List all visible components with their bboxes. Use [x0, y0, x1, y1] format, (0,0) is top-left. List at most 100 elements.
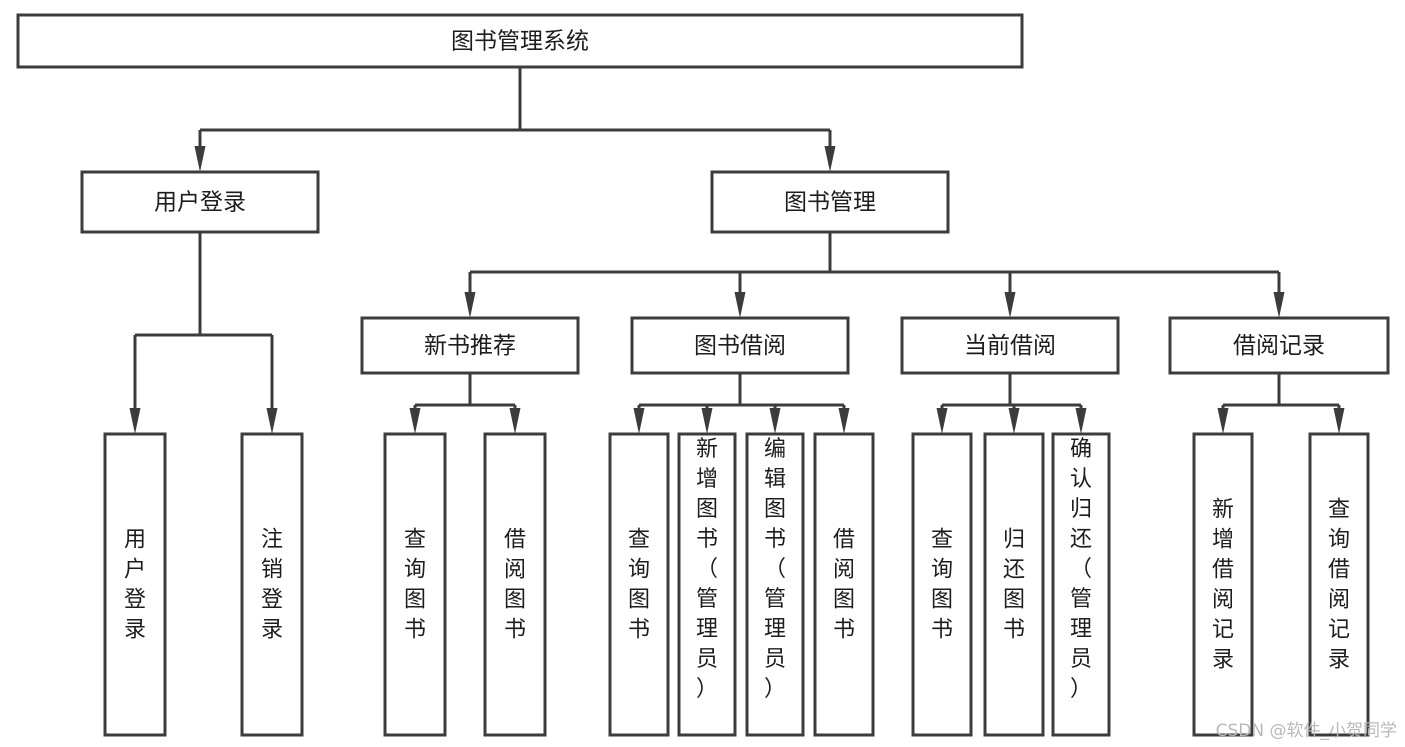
node-label-char: （	[764, 557, 786, 582]
arrow-head-icon	[464, 292, 476, 318]
node-label-char: 员	[696, 647, 718, 672]
node-box	[983, 432, 1045, 737]
node-box	[80, 170, 320, 234]
arrow-head-icon	[409, 408, 421, 434]
node-label-char: 录	[124, 618, 146, 643]
node-label-char: 理	[764, 617, 786, 642]
node-box	[813, 432, 875, 737]
node-label: 借阅记录	[1233, 333, 1325, 359]
node-label-char: ）	[696, 677, 718, 702]
node-label-char: 还	[1070, 527, 1092, 552]
node-label-char: 书	[1003, 618, 1025, 643]
node-label-char: 登	[124, 588, 146, 613]
node-label-char: 书	[696, 527, 718, 552]
node-label-char: 录	[261, 618, 283, 643]
node-label-char: 图	[833, 588, 855, 613]
node-box	[360, 316, 580, 375]
node-label-char: 归	[1070, 497, 1092, 522]
node-box	[1051, 432, 1111, 737]
node-root[interactable]: 图书管理系统	[16, 13, 1024, 69]
arrow-head-icon	[129, 408, 141, 434]
node-label-char: 查	[1328, 498, 1350, 523]
node-box	[16, 13, 1024, 69]
node-label-char: 认	[1070, 467, 1092, 492]
node-label-char: 询	[931, 558, 953, 583]
node-label-char: 管	[764, 587, 786, 612]
node-box	[483, 432, 547, 737]
node-label-char: 管	[1070, 587, 1092, 612]
node-box	[630, 316, 850, 375]
node-label-char: 新	[696, 437, 718, 462]
arrow-head-icon	[1217, 408, 1229, 434]
node-box	[745, 432, 805, 737]
node-label-char: 询	[628, 558, 650, 583]
node-label-char: 图	[504, 588, 526, 613]
node-label-char: 查	[628, 528, 650, 553]
arrow-head-icon	[509, 408, 521, 434]
node-label-char: 阅	[504, 558, 526, 583]
node-label: 图书管理	[784, 190, 876, 216]
node-label-char: 阅	[1328, 588, 1350, 613]
arrow-head-icon	[1333, 408, 1345, 434]
node-label-char: 录	[1328, 648, 1350, 673]
node-label-char: 注	[261, 528, 283, 553]
node-label-char: 编	[764, 437, 786, 462]
node-label-char: 管	[696, 587, 718, 612]
arrow-head-icon	[936, 408, 948, 434]
node-label-char: 查	[931, 528, 953, 553]
node-label-char: 员	[764, 647, 786, 672]
node-book-manage[interactable]: 图书管理	[710, 170, 950, 234]
watermark-label: CSDN @软件_小贺同学	[1215, 721, 1397, 741]
node-label-char: 图	[931, 588, 953, 613]
node-label-char: 记	[1212, 618, 1234, 643]
node-label-char: 询	[404, 558, 426, 583]
node-label-char: 记	[1328, 618, 1350, 643]
node-label-char: 图	[764, 497, 786, 522]
node-label-char: 新	[1212, 498, 1234, 523]
node-label-char: 阅	[1212, 588, 1234, 613]
node-box	[383, 432, 447, 737]
node-user-login[interactable]: 用户登录	[80, 170, 320, 234]
node-label-char: 登	[261, 588, 283, 613]
arrow-head-icon	[701, 408, 713, 434]
node-label: 新书推荐	[424, 333, 516, 359]
node-label-char: 录	[1212, 648, 1234, 673]
node-box	[677, 432, 737, 737]
node-label-char: ）	[1070, 677, 1092, 702]
node-label-char: 户	[124, 558, 146, 583]
node-current-borrow[interactable]: 当前借阅	[900, 316, 1120, 375]
arrow-head-icon	[1008, 408, 1020, 434]
arrow-head-icon	[769, 408, 781, 434]
node-label-char: 图	[404, 588, 426, 613]
node-label-char: 图	[628, 588, 650, 613]
node-box	[103, 432, 167, 737]
node-borrow-record[interactable]: 借阅记录	[1168, 316, 1390, 375]
node-label-char: （	[1070, 557, 1092, 582]
node-leaf-user-login[interactable]: 用户登录	[103, 432, 167, 737]
node-label-char: 销	[261, 558, 283, 583]
node-label-char: 阅	[833, 558, 855, 583]
node-box	[1308, 432, 1370, 737]
node-book-borrow[interactable]: 图书借阅	[630, 316, 850, 375]
node-label-char: ）	[764, 677, 786, 702]
node-label-char: 员	[1070, 647, 1092, 672]
node-label-char: 用	[124, 528, 146, 553]
node-label-char: 书	[504, 618, 526, 643]
node-label-char: 借	[504, 528, 526, 553]
node-new-book-recommend[interactable]: 新书推荐	[360, 316, 580, 375]
node-box	[900, 316, 1120, 375]
node-box	[1192, 432, 1254, 737]
